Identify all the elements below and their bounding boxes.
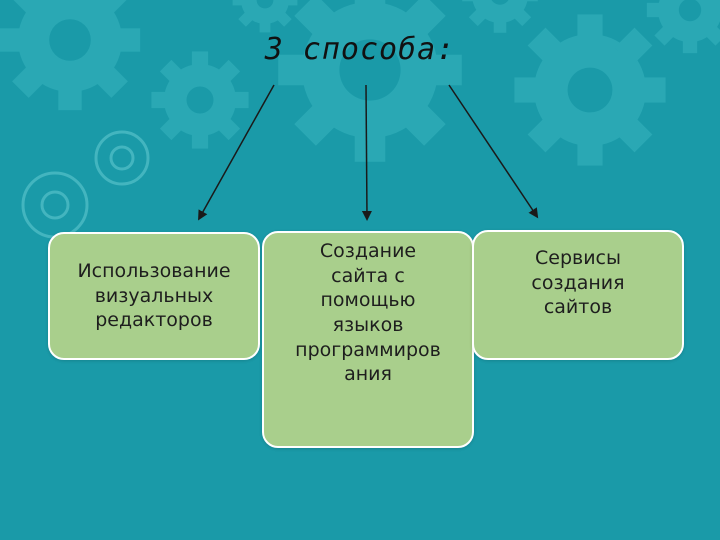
method-label: Создание сайта с помощью языков программ…: [295, 240, 441, 386]
method-box-site-services: Сервисы создания сайтов: [472, 230, 684, 360]
gear-icon: [0, 0, 720, 166]
method-label: Использование визуальных редакторов: [77, 259, 231, 332]
arrow-left: [198, 84, 275, 221]
method-label: Сервисы создания сайтов: [531, 247, 625, 319]
arrow-right: [448, 84, 539, 219]
method-box-programming-languages: Создание сайта с помощью языков программ…: [262, 231, 474, 448]
method-box-visual-editors: Использование визуальных редакторов: [48, 232, 260, 360]
slide-title: 3 способа:: [264, 32, 456, 67]
arrow-center: [361, 84, 372, 221]
